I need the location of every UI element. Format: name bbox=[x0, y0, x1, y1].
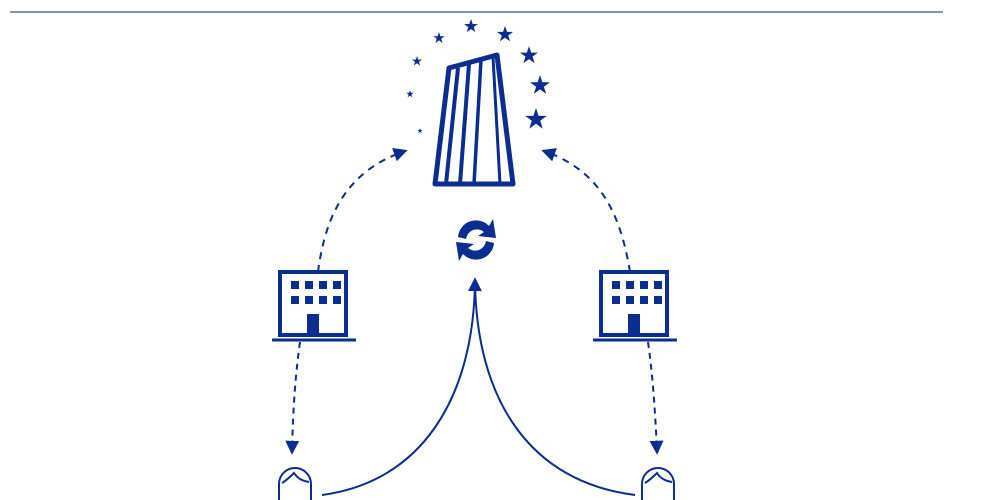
right-person-icon bbox=[641, 467, 675, 500]
link-left-bank-to-center bbox=[317, 148, 408, 273]
refresh-cycle-icon bbox=[456, 219, 496, 261]
link-left-person-to-exchange bbox=[321, 277, 482, 496]
star-icon bbox=[520, 46, 538, 64]
star-icon bbox=[433, 32, 445, 43]
central-bank-tower-icon bbox=[432, 52, 516, 187]
star-icon bbox=[464, 19, 478, 33]
star-icon bbox=[530, 75, 550, 94]
star-icon bbox=[525, 108, 547, 129]
link-right-bank-to-person bbox=[647, 341, 664, 455]
link-left-bank-to-person bbox=[285, 341, 301, 455]
stars-arc bbox=[406, 19, 550, 134]
star-icon bbox=[496, 26, 514, 42]
link-right-bank-to-center bbox=[541, 148, 631, 273]
left-person-icon bbox=[278, 467, 312, 500]
left-bank-building-icon bbox=[272, 270, 356, 342]
star-icon bbox=[412, 56, 422, 66]
link-right-person-to-exchange bbox=[474, 279, 636, 496]
right-bank-building-icon bbox=[593, 270, 677, 342]
star-icon bbox=[406, 90, 414, 98]
star-icon bbox=[417, 128, 423, 134]
